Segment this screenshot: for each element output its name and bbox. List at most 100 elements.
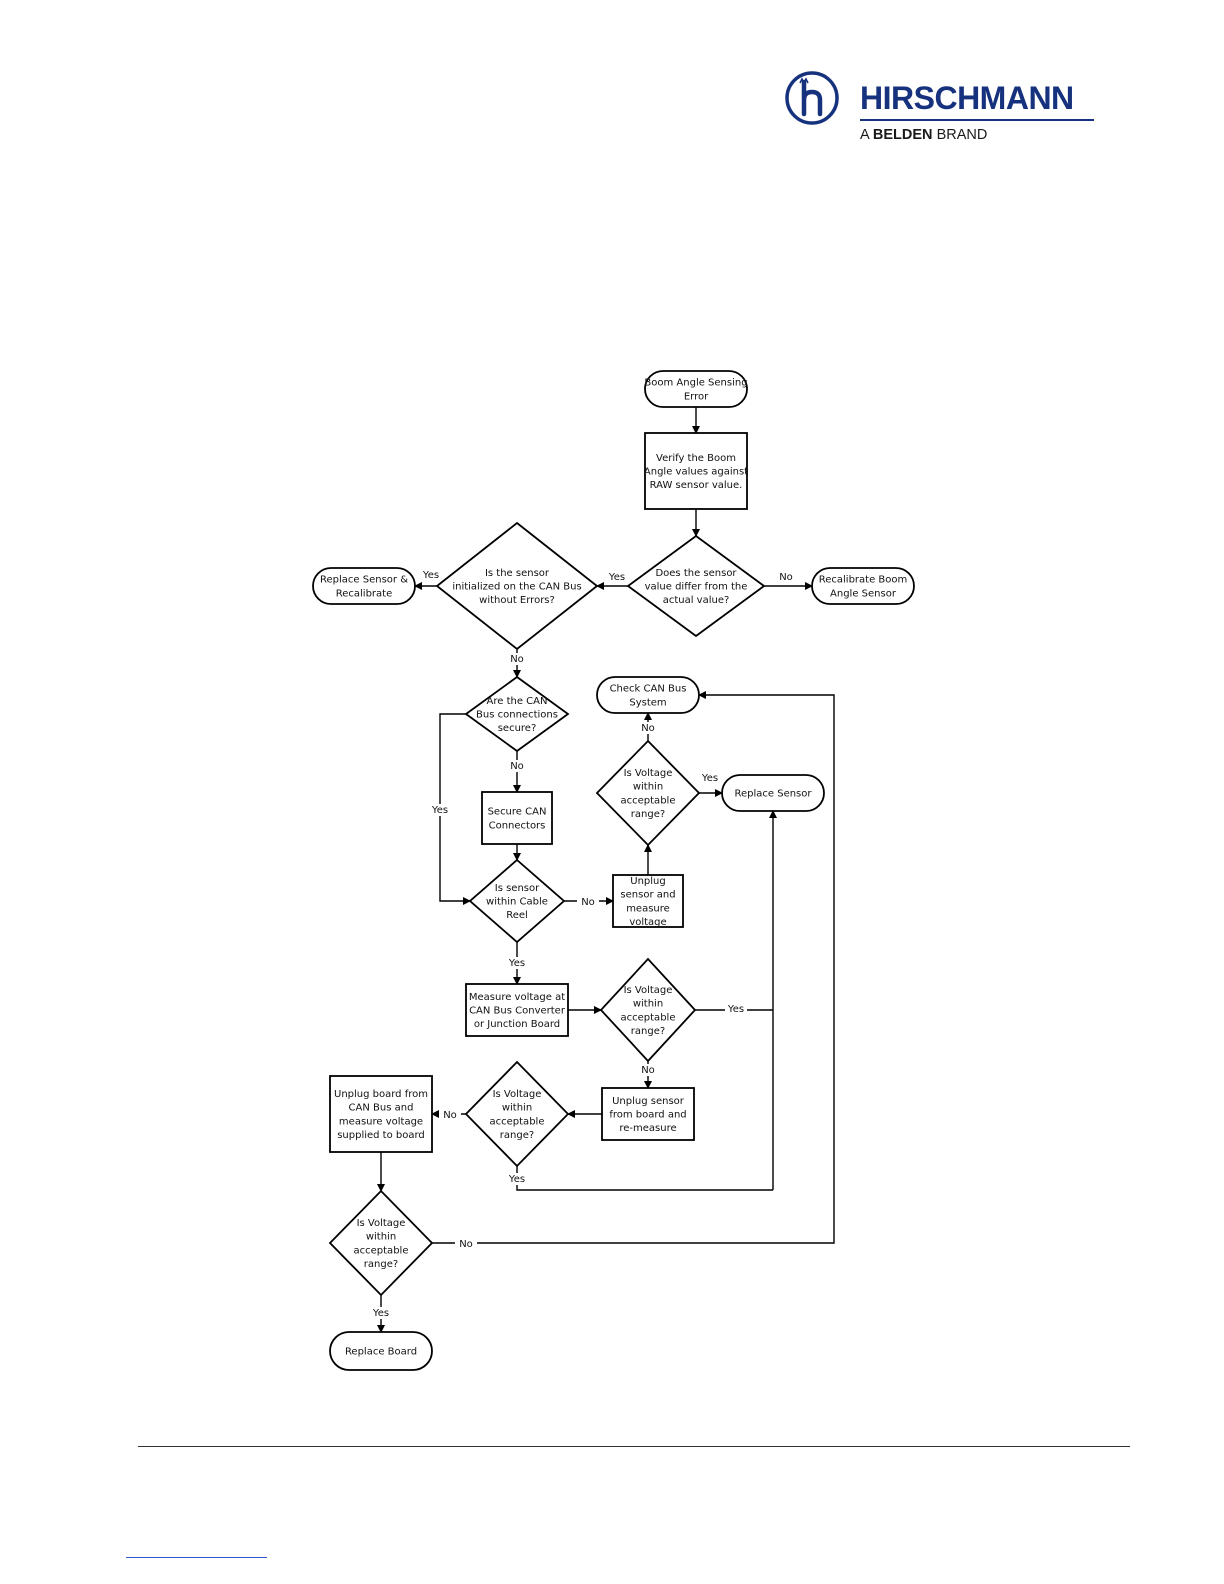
node-recal-boom-line: Recalibrate Boom bbox=[819, 575, 908, 586]
edge-label-yes: Yes bbox=[508, 1174, 525, 1185]
node-unplug-remeasure-line: from board and bbox=[609, 1110, 686, 1121]
edge-label-no: No bbox=[641, 723, 655, 734]
edge-label-bg bbox=[506, 957, 528, 969]
node-within-reel-line: within Cable bbox=[486, 897, 548, 908]
node-replace-recal: Replace Sensor & Recalibrate bbox=[312, 567, 416, 605]
node-check-can-line: System bbox=[629, 697, 666, 708]
node-secure-conn-line: Secure CAN bbox=[488, 807, 547, 818]
tagline-suffix: BRAND bbox=[936, 127, 988, 143]
node-unplug-board-line: CAN Bus and bbox=[349, 1103, 414, 1114]
node-start-line: Error bbox=[684, 391, 709, 402]
edge-label-yes: Yes bbox=[372, 1308, 389, 1319]
edge-label-bg bbox=[420, 569, 442, 581]
node-voltage4-line: Is Voltage bbox=[357, 1218, 406, 1229]
edge-label-no: No bbox=[459, 1239, 473, 1250]
node-secure-conn: Secure CAN Connectors bbox=[481, 791, 553, 845]
edge-label-bg bbox=[699, 772, 721, 784]
node-voltage3-line: Is Voltage bbox=[493, 1089, 542, 1100]
node-replace-board-line: Replace Board bbox=[345, 1347, 417, 1358]
node-can-secure-line: Bus connections bbox=[476, 710, 558, 721]
edge-label-bg bbox=[455, 1238, 477, 1250]
node-differ-line: value differ from the bbox=[645, 582, 748, 593]
node-unplug-board-line: measure voltage bbox=[339, 1116, 423, 1127]
edge-label-bg bbox=[637, 722, 659, 734]
connector bbox=[432, 691, 835, 1244]
node-start-line: Boom Angle Sensing bbox=[644, 378, 747, 389]
node-differ-line: actual value? bbox=[663, 595, 730, 606]
edge-label-bg bbox=[506, 1173, 528, 1185]
edge-label-no: No bbox=[779, 572, 793, 583]
edge-label-bg bbox=[506, 653, 528, 665]
node-unplug-board-line: supplied to board bbox=[337, 1130, 425, 1141]
node-measure-conv-line: CAN Bus Converter bbox=[469, 1006, 566, 1017]
node-voltage4-line: range? bbox=[364, 1259, 398, 1270]
node-within-reel-line: Reel bbox=[506, 910, 528, 921]
node-measure-conv: Measure voltage at CAN Bus Converter or Ju… bbox=[465, 983, 569, 1037]
brand-tagline: A BELDEN BRAND bbox=[860, 127, 987, 143]
edge-label-yes: Yes bbox=[422, 570, 439, 581]
node-unplug-sensor-line: sensor and bbox=[620, 890, 675, 901]
node-voltage4-line: acceptable bbox=[354, 1245, 409, 1256]
node-voltage2-line: acceptable bbox=[621, 1012, 676, 1023]
node-unplug-sensor-line: voltage bbox=[629, 917, 666, 928]
node-measure-conv-line: Measure voltage at bbox=[469, 992, 565, 1003]
brand-name: HIRSCHMANN bbox=[860, 80, 1074, 116]
node-initialized-line: initialized on the CAN Bus bbox=[452, 582, 581, 593]
node-secure-conn-line: Connectors bbox=[489, 820, 546, 831]
brand-logo: HIRSCHMANN A BELDEN BRAND bbox=[780, 66, 1110, 150]
node-unplug-remeasure: Unplug sensor from board and re-measure bbox=[601, 1087, 695, 1141]
node-verify-line: Verify the Boom bbox=[656, 453, 736, 464]
node-voltage1-line: acceptable bbox=[621, 795, 676, 806]
footer-link-underline bbox=[126, 1557, 267, 1558]
node-replace-sensor: Replace Sensor bbox=[721, 774, 825, 812]
connectors bbox=[377, 407, 835, 1333]
edge-label-yes: Yes bbox=[727, 1004, 744, 1015]
node-voltage3-line: range? bbox=[500, 1130, 534, 1141]
node-verify-line: RAW sensor value. bbox=[650, 480, 743, 491]
node-voltage2-line: within bbox=[633, 999, 663, 1010]
node-voltage1-line: within bbox=[633, 782, 663, 793]
edge-label-bg bbox=[429, 804, 451, 816]
edge-label-bg bbox=[370, 1307, 392, 1319]
node-initialized-line: without Errors? bbox=[479, 595, 555, 606]
node-replace-recal-line: Replace Sensor & bbox=[320, 575, 408, 586]
node-unplug-sensor-line: measure bbox=[626, 903, 670, 914]
node-voltage2-line: range? bbox=[631, 1026, 665, 1037]
node-differ-line: Does the sensor bbox=[655, 568, 737, 579]
edge-label-no: No bbox=[443, 1110, 457, 1121]
edge-label-bg bbox=[439, 1109, 461, 1121]
node-voltage2: Is Voltage within acceptable range? bbox=[599, 957, 697, 1063]
edge-label-bg bbox=[577, 896, 599, 908]
footer-rule bbox=[138, 1446, 1130, 1447]
node-replace-sensor-line: Replace Sensor bbox=[734, 789, 812, 800]
node-voltage4: Is Voltage within acceptable range? bbox=[328, 1189, 434, 1297]
node-within-reel-line: Is sensor bbox=[495, 883, 540, 894]
edge-label-bg bbox=[775, 571, 797, 583]
edge-label-no: No bbox=[641, 1065, 655, 1076]
edge-label-bg bbox=[506, 760, 528, 772]
node-replace-recal-line: Recalibrate bbox=[336, 588, 393, 599]
node-unplug-remeasure-line: re-measure bbox=[619, 1123, 676, 1134]
node-recal-boom-line: Angle Sensor bbox=[830, 588, 897, 599]
edge-label-no: No bbox=[581, 897, 595, 908]
node-can-secure-line: secure? bbox=[498, 723, 537, 734]
node-unplug-sensor-line: Unplug bbox=[630, 876, 665, 887]
edge-label-no: No bbox=[510, 761, 524, 772]
node-unplug-sensor: Unplug sensor and measure voltage bbox=[612, 874, 684, 928]
node-unplug-remeasure-line: Unplug sensor bbox=[612, 1096, 685, 1107]
edge-label-bg bbox=[606, 571, 628, 583]
node-voltage4-line: within bbox=[366, 1232, 396, 1243]
node-measure-conv-line: or Junction Board bbox=[474, 1019, 560, 1030]
node-voltage2-line: Is Voltage bbox=[624, 985, 673, 996]
edge-label-no: No bbox=[510, 654, 524, 665]
